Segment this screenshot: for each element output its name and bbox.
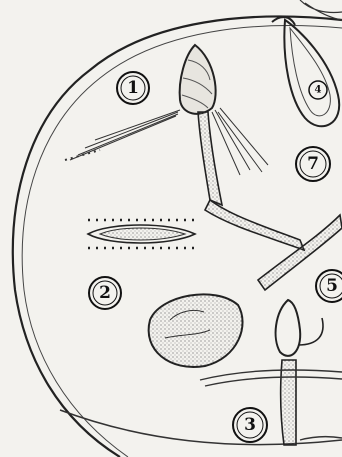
specimen-3-capsule bbox=[276, 300, 301, 356]
label-2-text: 2 bbox=[99, 283, 111, 303]
label-1-text: 1 bbox=[127, 78, 139, 98]
specimen-4-outline bbox=[284, 20, 339, 126]
specimen-3-stalk bbox=[281, 360, 296, 445]
label-2: 2 bbox=[89, 277, 121, 309]
specimen-2-core bbox=[100, 228, 185, 240]
label-3-text: 3 bbox=[244, 415, 256, 435]
stippled-mass bbox=[149, 294, 243, 367]
label-5: 5 bbox=[316, 270, 342, 302]
label-7-text: 7 bbox=[307, 154, 319, 174]
specimen-3-hook bbox=[298, 318, 323, 345]
label-7: 7 bbox=[296, 147, 330, 181]
specimen-1-lower-limb bbox=[205, 200, 304, 250]
specimen-1-right-hairs bbox=[212, 108, 268, 175]
label-4-text: 4 bbox=[315, 85, 322, 96]
label-5-text: 5 bbox=[326, 276, 338, 296]
horizontal-strand bbox=[200, 370, 342, 386]
label-4: 4 bbox=[309, 81, 327, 99]
dotted-line-left bbox=[65, 150, 100, 160]
bottom-right-strand bbox=[300, 437, 342, 440]
label-3: 3 bbox=[233, 408, 267, 442]
specimen-1-tassel bbox=[70, 110, 180, 160]
label-1: 1 bbox=[117, 72, 149, 104]
bottom-band-line bbox=[60, 410, 342, 445]
